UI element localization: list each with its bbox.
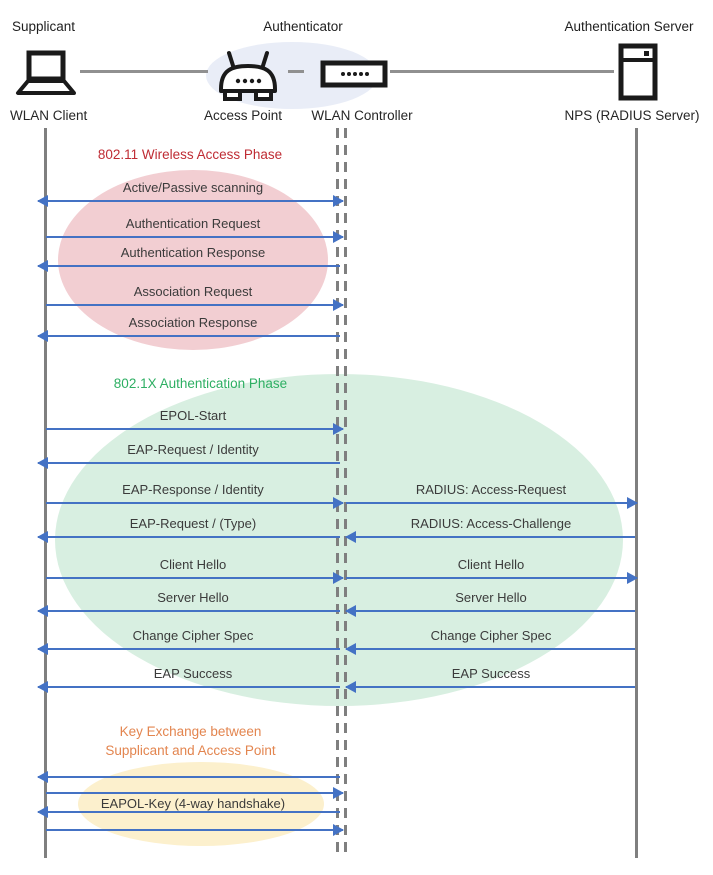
role-label-authentication-server: Authentication Server <box>564 19 694 34</box>
arrowhead-right-icon <box>333 572 344 584</box>
message-label: Change Cipher Spec <box>132 628 254 643</box>
wlan-controller-icon <box>320 60 388 88</box>
arrowhead-left-icon <box>37 681 48 693</box>
message-arrow-left <box>37 605 340 617</box>
message-label: Change Cipher Spec <box>430 628 552 643</box>
message-label: EPOL-Start <box>159 408 227 423</box>
connector-client-to-ap <box>80 70 208 73</box>
message-arrow-left <box>345 605 635 617</box>
message-arrow-left <box>37 330 340 342</box>
node-label-nps-radius-server: NPS (RADIUS Server) <box>564 108 700 123</box>
phase-title-key-exchange: Key Exchange between Supplicant and Acce… <box>68 722 313 760</box>
message-label: RADIUS: Access-Request <box>415 482 567 497</box>
node-label-access-point: Access Point <box>203 108 283 123</box>
arrowhead-left-icon <box>345 643 356 655</box>
message-label: Authentication Response <box>120 245 266 260</box>
message-label: EAP-Request / Identity <box>127 442 259 457</box>
message-label: Authentication Request <box>125 216 261 231</box>
node-label-wlan-client: WLAN Client <box>10 108 88 123</box>
arrowhead-left-icon <box>37 806 48 818</box>
role-label-authenticator: Authenticator <box>263 19 343 34</box>
message-arrow-both <box>37 195 344 207</box>
message-label: EAP-Request / (Type) <box>129 516 257 531</box>
message-arrow-right <box>346 497 638 509</box>
arrowhead-left-icon <box>37 195 48 207</box>
arrowhead-right-icon <box>333 299 344 311</box>
message-arrow-left <box>37 806 340 818</box>
message-label: Active/Passive scanning <box>122 180 264 195</box>
arrowhead-right-icon <box>333 787 344 799</box>
message-arrow-right <box>46 299 344 311</box>
arrowhead-left-icon <box>37 531 48 543</box>
server-icon <box>618 43 658 101</box>
message-arrow-left <box>345 681 635 693</box>
phase-title-80211: 802.11 Wireless Access Phase <box>97 147 283 162</box>
arrowhead-left-icon <box>37 457 48 469</box>
arrowhead-right-icon <box>333 195 344 207</box>
message-arrow-right <box>46 423 344 435</box>
phase-title-key-line1: Key Exchange between <box>119 724 262 739</box>
node-label-wlan-controller: WLAN Controller <box>311 108 413 123</box>
message-arrow-right <box>46 787 344 799</box>
message-arrow-left <box>345 643 635 655</box>
lifeline-nps-server <box>635 128 638 858</box>
arrowhead-right-icon <box>627 497 638 509</box>
message-arrow-left <box>37 643 340 655</box>
message-label: Server Hello <box>455 590 527 605</box>
message-arrow-left <box>37 457 340 469</box>
message-label: EAP Success <box>153 666 233 681</box>
message-label: EAP Success <box>451 666 531 681</box>
message-arrow-left <box>37 771 340 783</box>
message-arrow-left <box>37 260 340 272</box>
arrowhead-left-icon <box>37 643 48 655</box>
message-arrow-right <box>46 824 344 836</box>
access-point-icon <box>216 50 280 102</box>
message-label: Server Hello <box>157 590 229 605</box>
message-arrow-right <box>346 572 638 584</box>
lifeline-access-point <box>336 128 339 855</box>
message-arrow-left <box>37 681 340 693</box>
arrowhead-left-icon <box>37 260 48 272</box>
message-label: Client Hello <box>457 557 525 572</box>
message-arrow-right <box>46 572 344 584</box>
message-label: RADIUS: Access-Challenge <box>410 516 572 531</box>
message-label: Association Response <box>128 315 258 330</box>
arrowhead-right-icon <box>333 824 344 836</box>
arrowhead-left-icon <box>345 605 356 617</box>
arrowhead-right-icon <box>333 423 344 435</box>
lifeline-wlan-controller <box>344 128 347 855</box>
arrowhead-left-icon <box>345 531 356 543</box>
arrowhead-left-icon <box>37 771 48 783</box>
connector-controller-to-server <box>390 70 614 73</box>
role-label-supplicant: Supplicant <box>12 19 76 34</box>
arrowhead-left-icon <box>37 605 48 617</box>
message-label: Client Hello <box>159 557 227 572</box>
message-arrow-left <box>37 531 340 543</box>
message-arrow-right <box>46 497 344 509</box>
phase-title-key-line2: Supplicant and Access Point <box>105 743 276 758</box>
connector-ap-to-controller <box>288 70 304 73</box>
message-label: Association Request <box>133 284 253 299</box>
arrowhead-right-icon <box>627 572 638 584</box>
message-label: EAPOL-Key (4-way handshake) <box>100 796 286 811</box>
message-arrow-left <box>345 531 635 543</box>
arrowhead-right-icon <box>333 497 344 509</box>
phase-title-8021x: 802.1X Authentication Phase <box>113 376 288 391</box>
arrowhead-left-icon <box>37 330 48 342</box>
lifeline-wlan-client <box>44 128 47 858</box>
message-arrow-right <box>46 231 344 243</box>
laptop-icon <box>14 50 78 98</box>
arrowhead-left-icon <box>345 681 356 693</box>
arrowhead-right-icon <box>333 231 344 243</box>
message-label: EAP-Response / Identity <box>122 482 264 497</box>
